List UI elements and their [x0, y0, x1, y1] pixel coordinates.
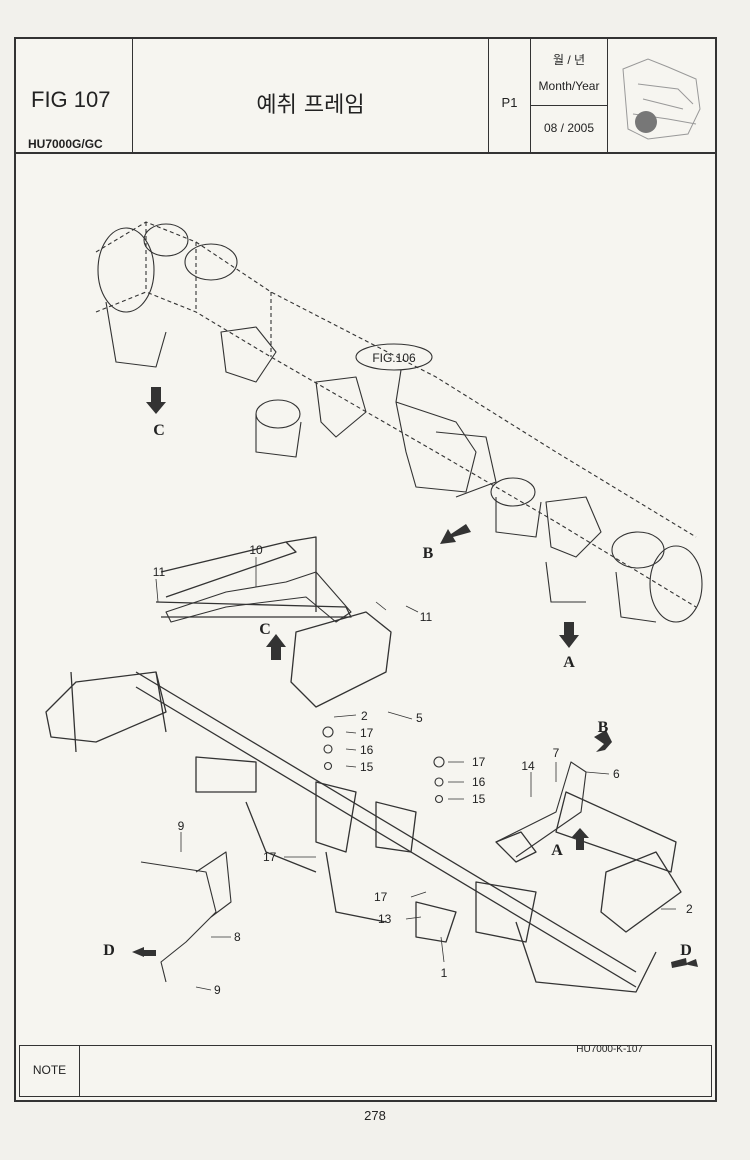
- part-label-15-left: 16: [360, 743, 374, 757]
- parts-sheet: FIG 107 HU7000G/GC 예취 프레임 P1 월 / 년 Month…: [14, 37, 717, 1102]
- month-year-korean: 월 / 년: [552, 53, 586, 67]
- arrow-label-c-upper: C: [153, 422, 165, 439]
- part-label-7: 7: [553, 746, 560, 760]
- date-cell: 월 / 년 Month/Year 08 / 2005: [531, 39, 608, 152]
- part-label-17-left: 17: [263, 850, 277, 864]
- bracket-8: [140, 861, 217, 983]
- bracket-10: [165, 571, 352, 623]
- model-code: HU7000G/GC: [28, 137, 103, 151]
- fig-ref-leader: [395, 369, 402, 403]
- revision-date: 08 / 2005: [543, 121, 595, 135]
- page-title: 예취 프레임: [256, 93, 365, 118]
- month-year-label: Month/Year: [538, 79, 600, 93]
- arrow-label-d-left: D: [103, 942, 115, 959]
- page-number: 278: [364, 1108, 386, 1123]
- part-label-16-right: 17: [472, 755, 486, 769]
- arrow-label-b-lower: B: [598, 719, 609, 736]
- machine-thumbnail: [622, 58, 701, 140]
- part-label-10: 10: [249, 543, 263, 557]
- arrow-label-b-upper: B: [423, 545, 434, 562]
- part-label-16-left: 17: [360, 726, 374, 740]
- part-label-6: 6: [613, 767, 620, 781]
- drawing-code: HU7000-K-107: [576, 1044, 643, 1055]
- note-row: NOTE: [19, 1045, 712, 1097]
- date-divider: [531, 105, 607, 106]
- parts-diagram: FIG.106 C B A C B A D D 10 11 11 2 5 17 …: [16, 152, 715, 1049]
- arrow-label-a-lower: A: [551, 842, 563, 859]
- location-marker-icon: [635, 111, 657, 133]
- page-code-cell: P1: [489, 39, 531, 152]
- note-label: NOTE: [20, 1046, 80, 1096]
- lower-frame: [45, 536, 682, 993]
- header: FIG 107 HU7000G/GC 예취 프레임 P1 월 / 년 Month…: [16, 39, 715, 154]
- thumbnail-cell: [608, 39, 715, 152]
- part-label-11-left: 11: [153, 565, 166, 579]
- part-label-2-upper: 2: [361, 709, 368, 723]
- part-label-5: 5: [416, 711, 423, 725]
- part-label-9-lower: 9: [214, 983, 221, 997]
- part-label-11-right: 11: [420, 610, 433, 624]
- part-label-2-lower: 2: [686, 902, 693, 916]
- part-label-9-upper: 9: [178, 819, 185, 833]
- title-cell: 예취 프레임: [133, 39, 489, 152]
- arrow-label-d-right: D: [680, 942, 692, 959]
- upper-assembly-outline: [95, 221, 697, 608]
- fig-number: FIG 107: [31, 87, 111, 112]
- part-label-17-right: 17: [374, 890, 388, 904]
- fig-cell: FIG 107 HU7000G/GC: [16, 39, 133, 152]
- upper-gearbox: [97, 223, 703, 623]
- arrow-label-a-upper: A: [563, 654, 575, 671]
- page-code: P1: [501, 95, 518, 110]
- fig-ref-bubble: [355, 343, 433, 371]
- fig-ref-label: FIG.106: [372, 351, 416, 365]
- part-label-8: 8: [234, 930, 241, 944]
- part-label-14-left: 15: [360, 760, 374, 774]
- part-label-15-right: 16: [472, 775, 486, 789]
- bracket-6: [495, 761, 587, 858]
- part-label-12: 14: [521, 759, 535, 773]
- part-label-1: 1: [441, 966, 448, 980]
- part-label-14-right: 15: [472, 792, 486, 806]
- arrow-label-c-lower: C: [259, 621, 271, 638]
- exploded-view: FIG.106 C B A C B A D D 10 11 11 2 5 17 …: [45, 221, 703, 997]
- part-label-13: 13: [378, 912, 392, 926]
